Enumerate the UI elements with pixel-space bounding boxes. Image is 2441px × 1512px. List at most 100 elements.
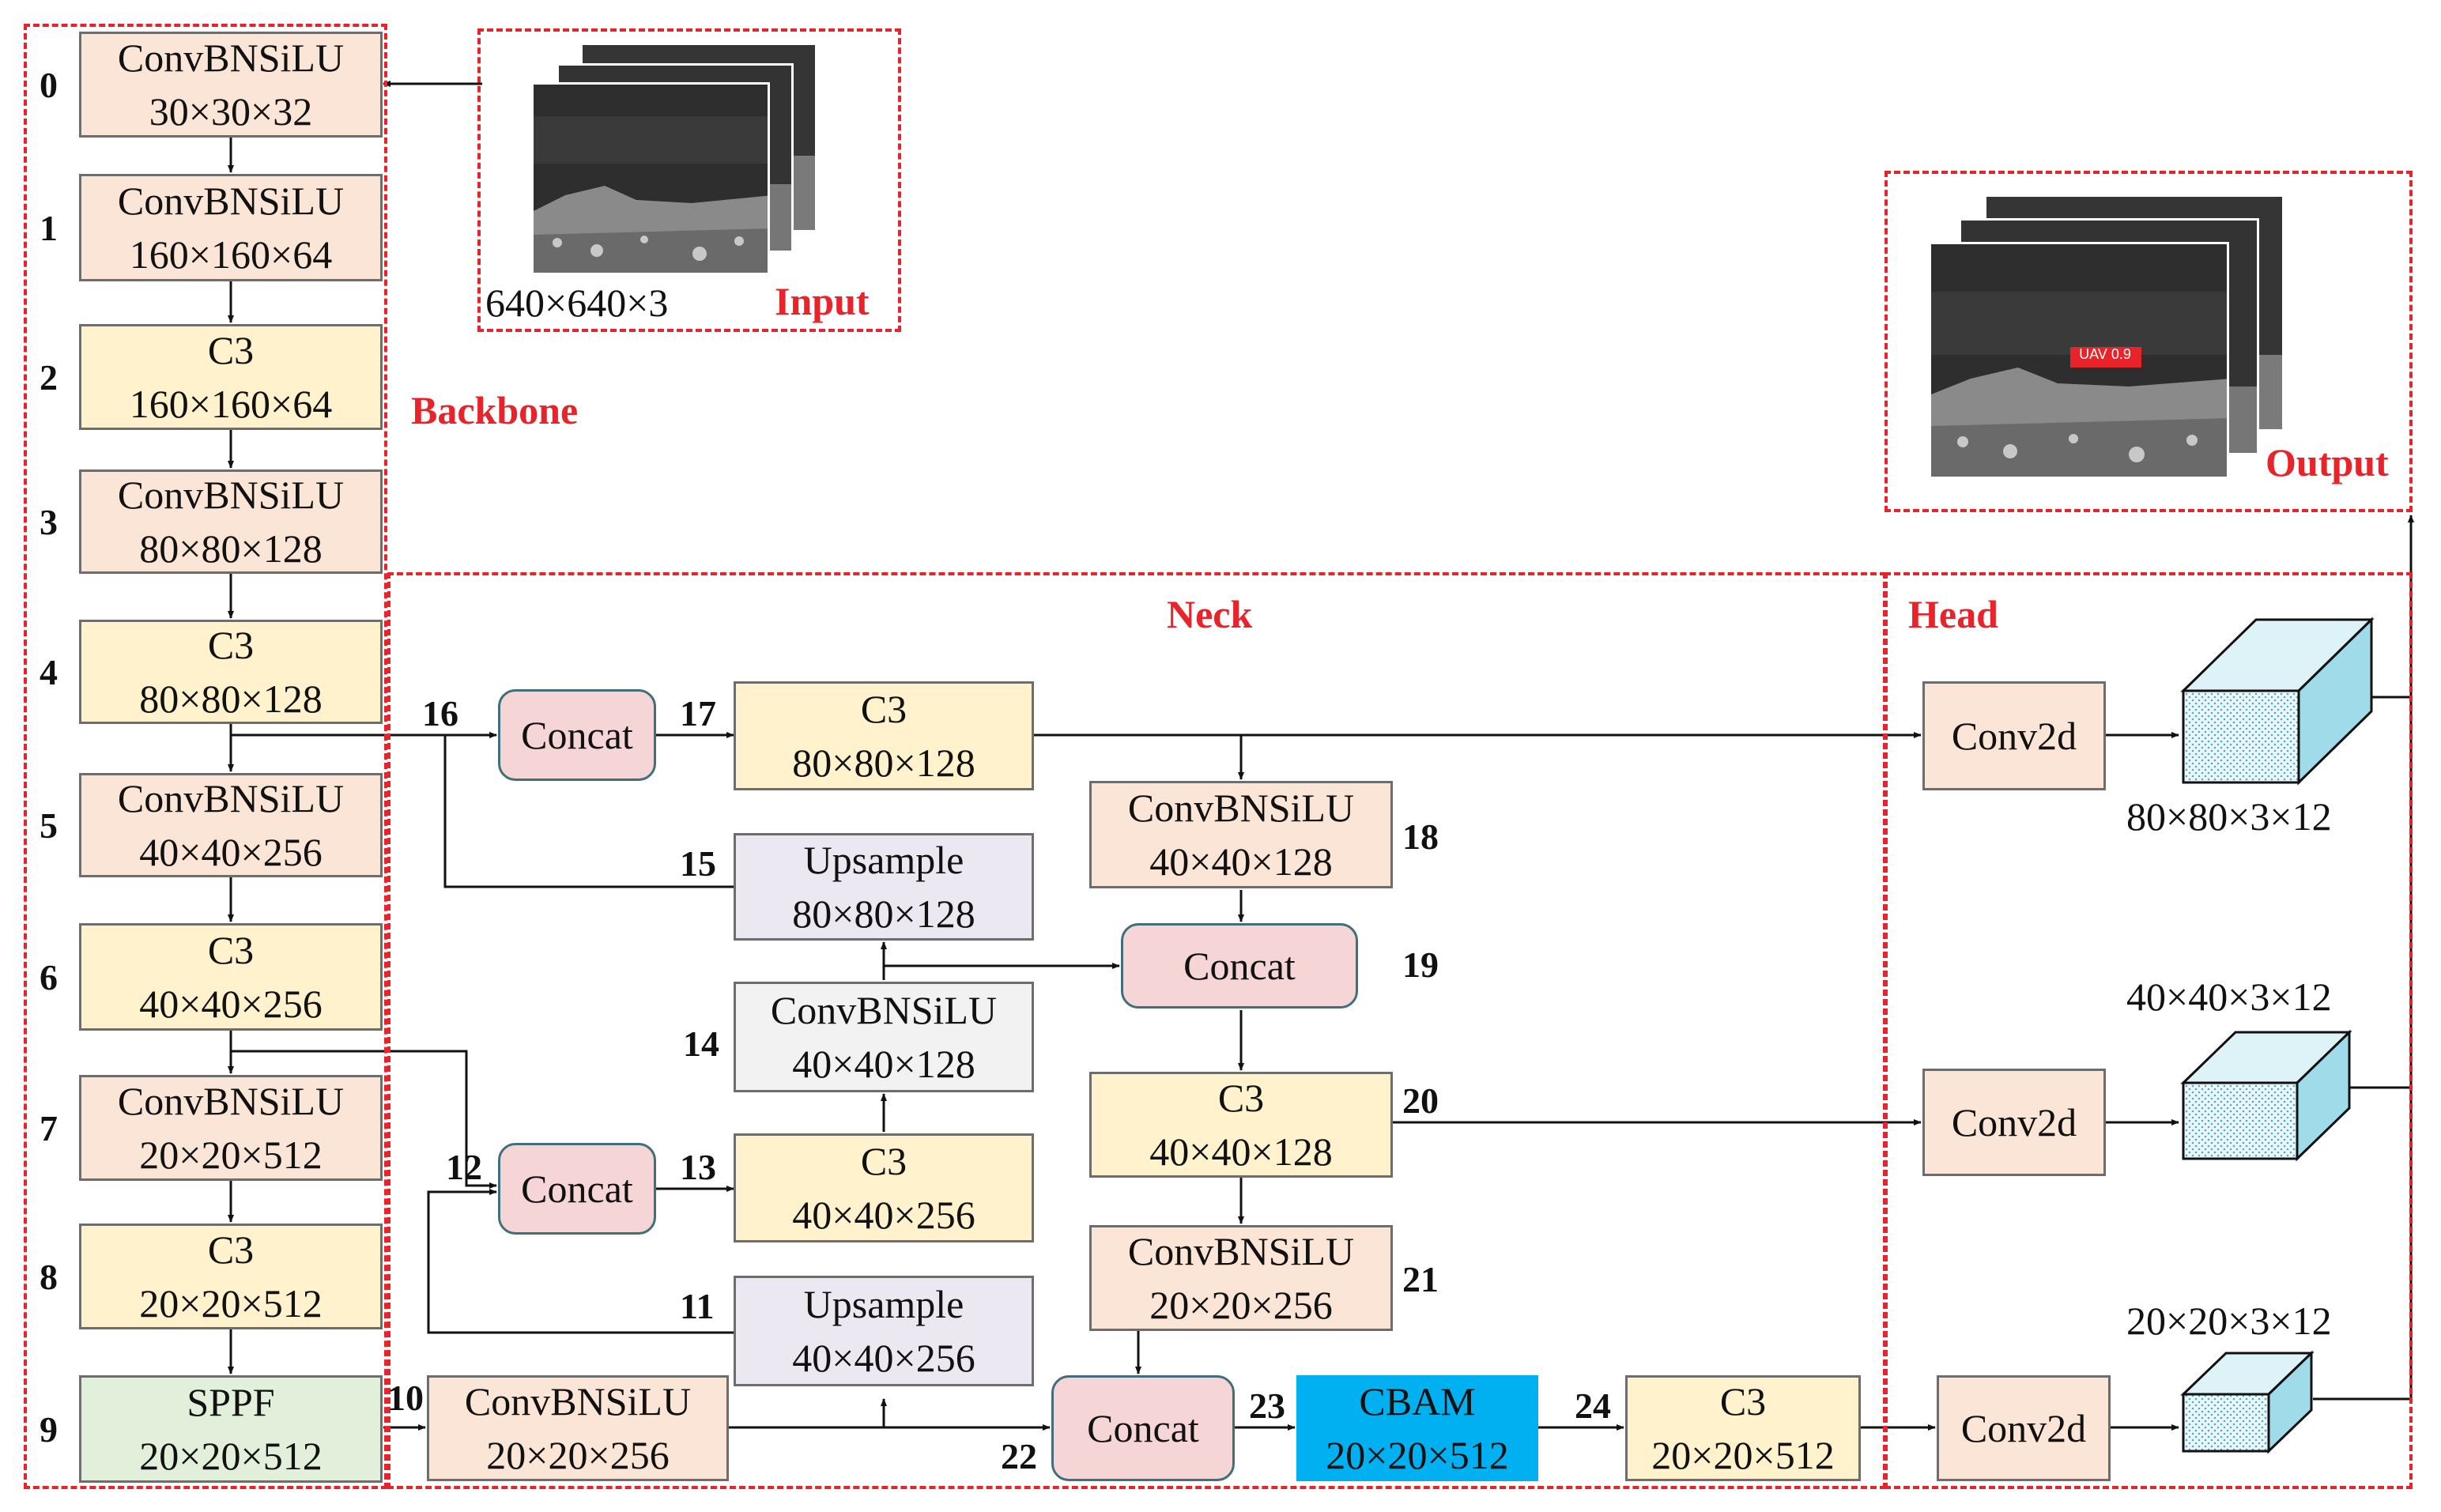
head-title: Head xyxy=(1908,592,1998,636)
layer-21-name: ConvBNSiLU xyxy=(1127,1229,1355,1273)
layer-7-block: ConvBNSiLU 20×20×512 xyxy=(79,1075,383,1181)
layer-14-index: 14 xyxy=(683,1024,719,1064)
layer-16-name: Concat xyxy=(521,713,633,757)
layer-18-dims: 40×40×128 xyxy=(1149,839,1333,884)
layer-7-dims: 20×20×512 xyxy=(139,1133,323,1177)
layer-6-index: 6 xyxy=(40,957,58,997)
layer-9-dims: 20×20×512 xyxy=(139,1434,323,1478)
layer-7-name: ConvBNSiLU xyxy=(117,1079,345,1123)
layer-10-name: ConvBNSiLU xyxy=(464,1379,692,1423)
tensor-cube-20 xyxy=(2180,1350,2315,1454)
layer-21-convbnsilu: ConvBNSiLU 20×20×256 xyxy=(1089,1225,1393,1331)
head-frame xyxy=(1885,572,2413,1489)
layer-4-index: 4 xyxy=(40,652,58,692)
edge-11-12 xyxy=(427,1189,734,1334)
output-title: Output xyxy=(2266,440,2389,485)
backbone-frame xyxy=(24,24,387,1489)
layer-3-dims: 80×80×128 xyxy=(139,526,323,571)
head-output-dims-3: 20×20×3×12 xyxy=(2126,1299,2332,1343)
layer-19-concat: Concat xyxy=(1121,923,1358,1009)
input-dims: 640×640×3 xyxy=(485,281,669,325)
layer-15-index: 15 xyxy=(680,843,716,884)
layer-2-name: C3 xyxy=(207,328,255,372)
layer-5-dims: 40×40×256 xyxy=(139,830,323,874)
layer-9-name: SPPF xyxy=(187,1380,275,1424)
layer-12-name: Concat xyxy=(521,1167,633,1211)
layer-10-index: 10 xyxy=(387,1378,424,1418)
layer-20-dims: 40×40×128 xyxy=(1149,1129,1333,1174)
layer-15-dims: 80×80×128 xyxy=(792,892,975,936)
layer-14-name: ConvBNSiLU xyxy=(770,988,998,1032)
layer-20-index: 20 xyxy=(1402,1080,1439,1121)
layer-23-name: CBAM xyxy=(1359,1379,1476,1423)
layer-23-index: 23 xyxy=(1249,1386,1285,1426)
layer-23-cbam: CBAM 20×20×512 xyxy=(1296,1375,1538,1481)
output-frame xyxy=(1885,171,2413,512)
layer-13-c3: C3 40×40×256 xyxy=(734,1133,1034,1242)
layer-10-convbnsilu: ConvBNSiLU 20×20×256 xyxy=(427,1375,729,1481)
layer-21-index: 21 xyxy=(1402,1259,1439,1299)
layer-6-dims: 40×40×256 xyxy=(139,982,323,1026)
layer-13-index: 13 xyxy=(680,1147,716,1187)
layer-9-index: 9 xyxy=(40,1409,58,1450)
layer-17-dims: 80×80×128 xyxy=(792,741,975,785)
layer-19-name: Concat xyxy=(1183,944,1296,988)
layer-16-index: 16 xyxy=(422,693,458,733)
detection-label: UAV 0.9 xyxy=(2079,346,2131,362)
layer-18-index: 18 xyxy=(1402,816,1439,857)
layer-21-dims: 20×20×256 xyxy=(1149,1283,1333,1327)
layer-1-name: ConvBNSiLU xyxy=(117,179,345,223)
layer-24-dims: 20×20×512 xyxy=(1651,1433,1835,1477)
layer-24-c3: C3 20×20×512 xyxy=(1625,1375,1861,1481)
layer-22-concat: Concat xyxy=(1051,1375,1235,1481)
layer-0-index: 0 xyxy=(40,65,58,105)
edge-15-16 xyxy=(443,732,734,888)
layer-19-index: 19 xyxy=(1402,945,1439,985)
layer-23-dims: 20×20×512 xyxy=(1326,1433,1509,1477)
layer-8-index: 8 xyxy=(40,1257,58,1297)
layer-3-block: ConvBNSiLU 80×80×128 xyxy=(79,469,383,574)
layer-5-block: ConvBNSiLU 40×40×256 xyxy=(79,773,383,877)
layer-20-c3: C3 40×40×128 xyxy=(1089,1072,1393,1178)
backbone-title: Backbone xyxy=(411,388,579,432)
layer-11-name: Upsample xyxy=(803,1282,964,1326)
head-conv2d-1: Conv2d xyxy=(1922,681,2106,790)
layer-22-name: Concat xyxy=(1087,1406,1199,1450)
layer-3-name: ConvBNSiLU xyxy=(117,473,345,517)
layer-18-name: ConvBNSiLU xyxy=(1127,786,1355,830)
layer-1-dims: 160×160×64 xyxy=(129,232,333,277)
layer-8-dims: 20×20×512 xyxy=(139,1281,323,1325)
input-thermal-image xyxy=(531,82,770,275)
layer-22-index: 22 xyxy=(1001,1436,1037,1476)
layer-15-upsample: Upsample 80×80×128 xyxy=(734,833,1034,941)
input-title: Input xyxy=(775,279,870,323)
layer-1-block: ConvBNSiLU 160×160×64 xyxy=(79,174,383,281)
head-conv2d-2: Conv2d xyxy=(1922,1069,2106,1176)
head-conv2d-2-name: Conv2d xyxy=(1951,1100,2077,1144)
neck-title: Neck xyxy=(1167,592,1253,636)
layer-17-name: C3 xyxy=(860,687,907,731)
head-conv2d-3: Conv2d xyxy=(1937,1375,2111,1481)
layer-2-index: 2 xyxy=(40,357,58,398)
layer-5-index: 5 xyxy=(40,805,58,846)
layer-17-c3: C3 80×80×128 xyxy=(734,681,1034,790)
layer-2-block: C3 160×160×64 xyxy=(79,324,383,430)
layer-0-name: ConvBNSiLU xyxy=(117,36,345,80)
output-detection-image xyxy=(1929,242,2229,479)
layer-4-dims: 80×80×128 xyxy=(139,677,323,721)
layer-3-index: 3 xyxy=(40,502,58,542)
head-conv2d-1-name: Conv2d xyxy=(1951,714,2077,758)
layer-13-dims: 40×40×256 xyxy=(792,1193,975,1237)
layer-11-dims: 40×40×256 xyxy=(792,1336,975,1380)
layer-2-dims: 160×160×64 xyxy=(129,382,333,426)
layer-24-index: 24 xyxy=(1575,1386,1611,1426)
layer-20-name: C3 xyxy=(1217,1076,1265,1120)
tensor-cube-80 xyxy=(2180,616,2375,786)
layer-5-name: ConvBNSiLU xyxy=(117,776,345,820)
layer-9-block: SPPF 20×20×512 xyxy=(79,1375,383,1483)
layer-12-concat: Concat xyxy=(498,1143,656,1235)
